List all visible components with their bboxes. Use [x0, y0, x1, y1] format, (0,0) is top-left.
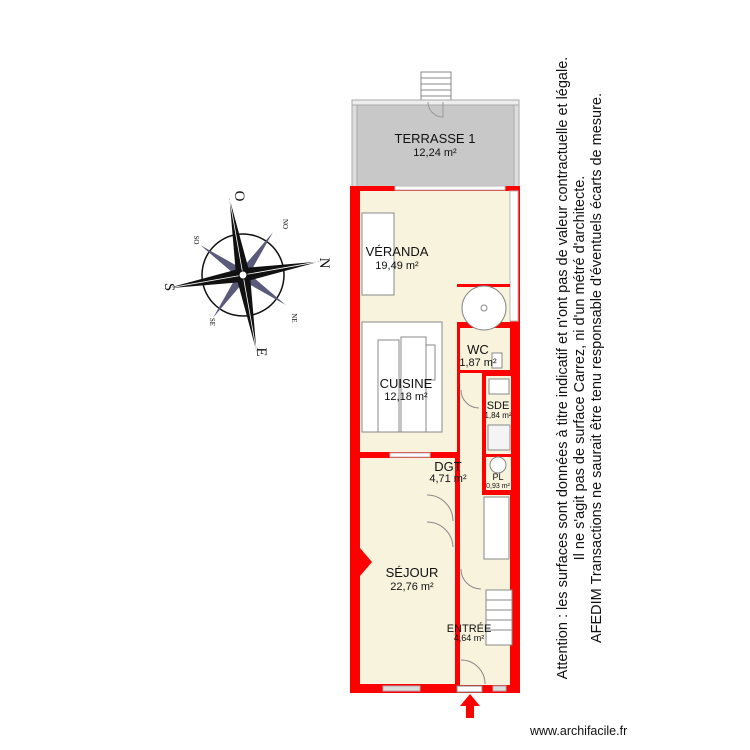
- room-name: VÉRANDA: [366, 244, 429, 259]
- room-area: 0,93 m²: [486, 483, 510, 490]
- compass-east: E: [253, 347, 269, 356]
- room-sejour: [360, 458, 455, 684]
- disclaimer-line: AFEDIM Transactions ne saurait être tenu…: [589, 92, 605, 644]
- room-area: 1,84 m²: [484, 411, 511, 420]
- room-name: DGT: [434, 459, 462, 474]
- room-name: SDE: [487, 400, 510, 412]
- room-area: 12,18 m²: [384, 391, 428, 403]
- room-area: 12,24 m²: [413, 147, 457, 159]
- compass-west: O: [231, 191, 247, 202]
- room-area: 4,64 m²: [454, 633, 485, 643]
- compass-northwest: NO: [281, 219, 289, 229]
- compass-south: S: [161, 283, 177, 291]
- compass-northeast: NE: [290, 313, 298, 322]
- room-name: WC: [467, 342, 489, 357]
- room-area: 22,76 m²: [390, 581, 434, 593]
- room-area: 19,49 m²: [375, 260, 419, 272]
- compass-southeast: SE: [208, 318, 216, 326]
- arrow-up-icon: [460, 694, 480, 718]
- room-name: SÉJOUR: [386, 565, 439, 580]
- room-area: 1,87 m²: [459, 357, 497, 369]
- disclaimer-line: Il ne s'agit pas de surface Carrez, ni d…: [572, 175, 588, 561]
- compass-labels: O N S E NO SO NE SE: [161, 191, 332, 357]
- disclaimer-line: Attention : les surfaces sont données à …: [555, 56, 571, 680]
- room-name: PL: [492, 472, 503, 482]
- room-area: 4,71 m²: [429, 473, 467, 485]
- fixtures: [361, 212, 513, 685]
- room-labels: TERRASSE 1 12,24 m² VÉRANDA 19,49 m² CUI…: [366, 131, 512, 643]
- watermark: www.archifacile.fr: [530, 724, 628, 738]
- terrace: [351, 71, 520, 188]
- room-name: ENTRÉE: [447, 622, 492, 635]
- compass-north: N: [316, 258, 332, 269]
- room-name: CUISINE: [380, 376, 433, 391]
- room-name: TERRASSE 1: [395, 131, 476, 146]
- room-dgt: [460, 373, 482, 685]
- compass-southwest: SO: [192, 236, 200, 245]
- compass-rose-icon: [166, 198, 320, 352]
